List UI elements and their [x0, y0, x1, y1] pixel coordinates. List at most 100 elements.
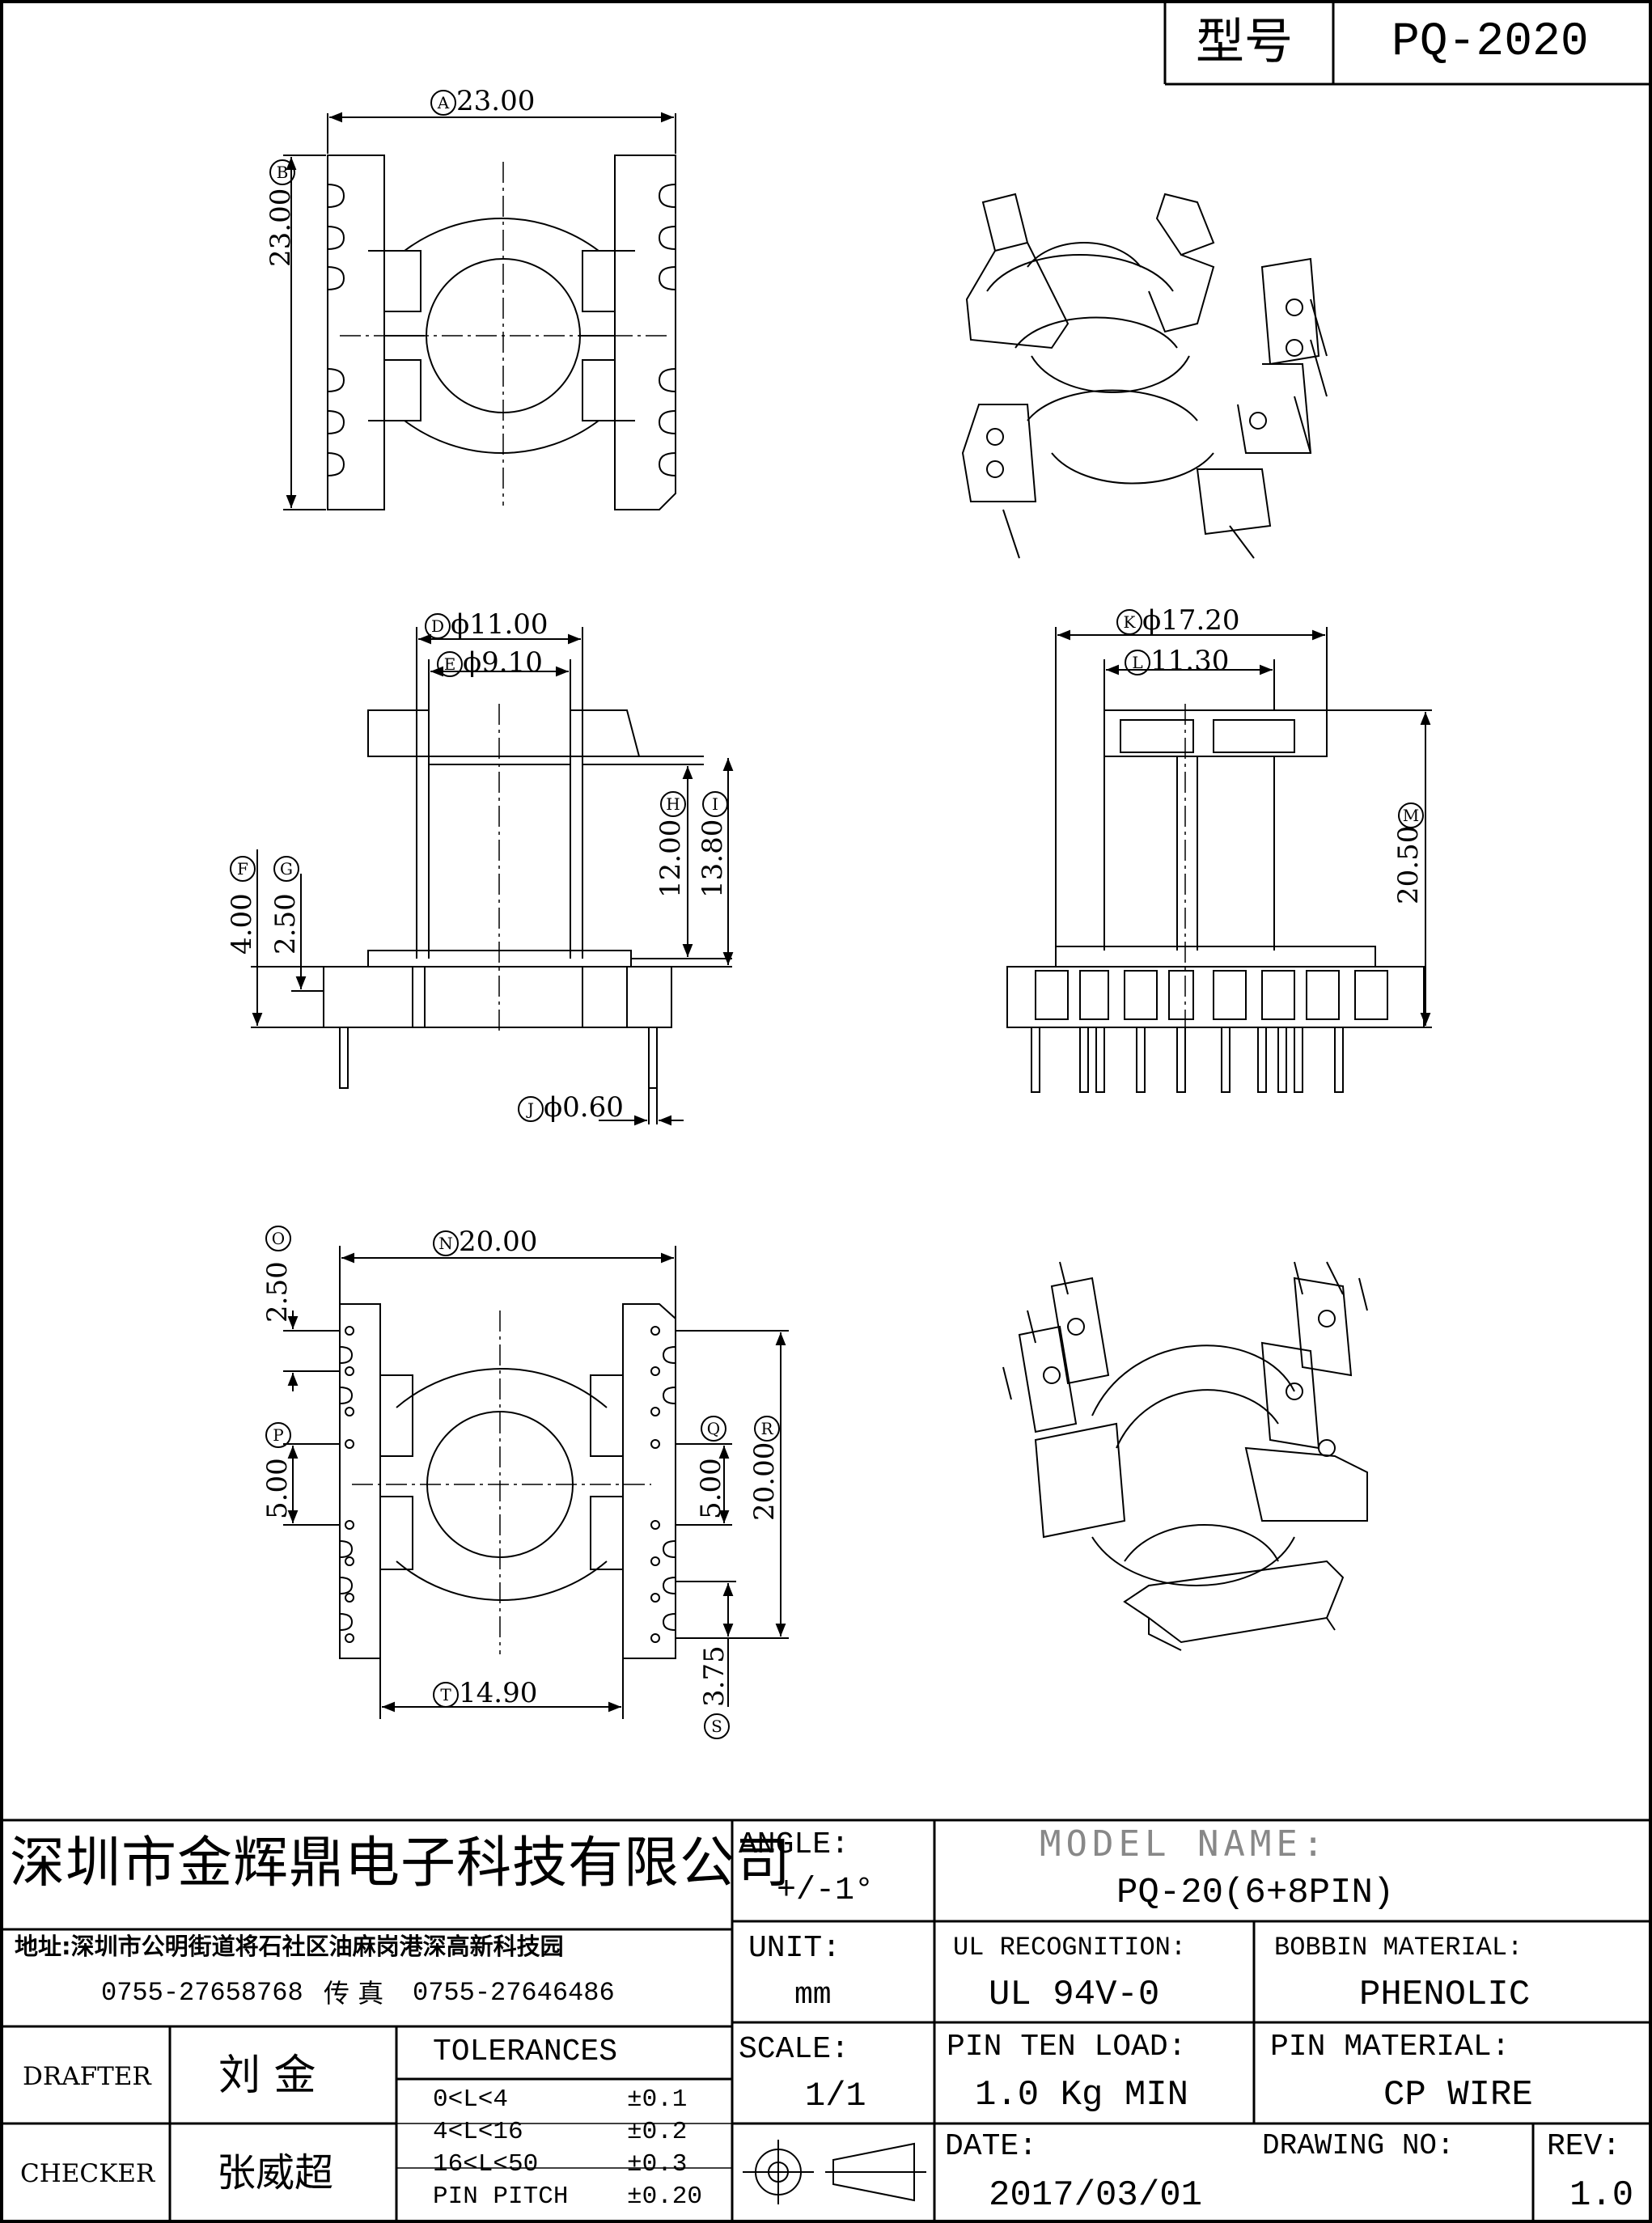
- dim-j-value: ϕ0.60: [544, 1091, 624, 1124]
- dim-o-letter: O: [265, 1226, 291, 1251]
- dim-h-letter: H: [660, 791, 686, 817]
- rev-label: REV:: [1547, 2129, 1621, 2164]
- dim-p-letter-wrap: P: [265, 1422, 291, 1448]
- tolerances-title: TOLERANCES: [433, 2035, 618, 2069]
- top-view-drawing: [283, 112, 676, 510]
- dim-n-value: 20.00: [459, 1226, 538, 1258]
- title-block: [2, 1819, 1650, 2221]
- dim-k-value: ϕ17.20: [1142, 604, 1240, 637]
- dim-s-value: 3.75: [698, 1645, 731, 1707]
- tolerance-row: PIN PITCH ±0.20: [433, 2183, 724, 2215]
- tolerance-row: 4<L<16 ±0.2: [433, 2118, 724, 2150]
- dim-k-letter: K: [1116, 609, 1142, 635]
- dim-b-letter: B: [269, 159, 295, 185]
- pin-load-label: PIN TEN LOAD:: [947, 2030, 1187, 2064]
- dim-f-letter: F: [230, 856, 256, 882]
- ul-value: UL 94V-0: [989, 1975, 1160, 2015]
- unit-label: UNIT:: [748, 1931, 841, 1966]
- tolerance-value: ±0.20: [627, 2183, 703, 2211]
- dim-l-letter: L: [1125, 650, 1150, 675]
- dim-m-letter-wrap: M: [1398, 802, 1424, 828]
- tolerance-value: ±0.1: [627, 2085, 688, 2114]
- projection-symbol: [732, 2123, 934, 2204]
- ul-label: UL RECOGNITION:: [953, 1933, 1187, 1963]
- dim-h-value: 12.00: [654, 819, 687, 898]
- dim-m-letter: M: [1398, 802, 1424, 828]
- dim-t-letter: T: [433, 1682, 459, 1708]
- side-view-drawing: [1006, 627, 1432, 1093]
- company-phone: 0755-27658768: [101, 1978, 303, 2008]
- dim-q-value: 5.00: [695, 1458, 727, 1519]
- angle-value: +/-1°: [777, 1873, 875, 1909]
- date-value: 2017/03/01: [989, 2175, 1203, 2216]
- dim-o-value: 2.50: [261, 1261, 294, 1323]
- dim-s-letter: S: [704, 1713, 730, 1739]
- checker-name: 张威超: [217, 2150, 334, 2195]
- pin-load-value: 1.0 Kg MIN: [975, 2075, 1189, 2115]
- dim-g-letter: G: [273, 856, 299, 882]
- dim-e-letter: E: [437, 651, 463, 677]
- dim-d-letter: D: [425, 613, 451, 639]
- dim-p-value: 5.00: [261, 1458, 294, 1519]
- scale-value: 1/1: [805, 2077, 866, 2115]
- bobbin-label: BOBBIN MATERIAL:: [1274, 1933, 1523, 1963]
- rev-value: 1.0: [1569, 2175, 1634, 2216]
- drawing-no-label: DRAWING NO:: [1262, 2129, 1455, 2162]
- dim-i-value: 13.80: [697, 819, 729, 898]
- unit-value: mm: [794, 1978, 832, 2013]
- model-name-value: PQ-20(6+8PIN): [1116, 1873, 1395, 1913]
- dim-f-value: 4.00: [226, 893, 258, 955]
- company-fax-label: 传 真: [324, 1978, 384, 2009]
- checker-label: CHECKER: [20, 2159, 155, 2188]
- tolerance-range: 0<L<4: [433, 2085, 509, 2114]
- company-address: 地址:深圳市公明街道将石社区油麻岗港深高新科技园: [15, 1933, 564, 1960]
- tolerance-range: 4<L<16: [433, 2118, 523, 2146]
- dim-i-letter-wrap: I: [702, 791, 728, 817]
- dim-e-value: ϕ9.10: [463, 646, 543, 679]
- dim-n-letter: N: [433, 1230, 459, 1256]
- bottom-view-drawing: [283, 1246, 789, 1719]
- dim-g-value: 2.50: [269, 893, 302, 955]
- dim-o-letter-wrap: O: [265, 1226, 291, 1251]
- dim-r-letter: R: [754, 1416, 780, 1442]
- dim-m-value: 20.50: [1392, 825, 1425, 904]
- date-label: DATE:: [945, 2129, 1038, 2164]
- dim-r-letter-wrap: R: [754, 1416, 780, 1442]
- dim-q-letter: Q: [701, 1416, 726, 1442]
- tolerance-value: ±0.2: [627, 2118, 688, 2146]
- drafter-label: DRAFTER: [23, 2062, 151, 2091]
- dim-s-letter-wrap: S: [704, 1713, 730, 1739]
- scale-label: SCALE:: [739, 2032, 849, 2067]
- dim-j-letter: J: [518, 1096, 544, 1122]
- isometric-view-top: [961, 193, 1328, 559]
- pin-material-value: CP WIRE: [1383, 2075, 1533, 2115]
- dim-l-value: 11.30: [1150, 645, 1230, 677]
- drafter-name: 刘 金: [218, 2052, 316, 2100]
- model-name-label: MODEL NAME:: [1040, 1823, 1329, 1865]
- model-label: 型号: [1196, 14, 1293, 70]
- tolerance-range: PIN PITCH: [433, 2183, 569, 2211]
- company-fax: 0755-27646486: [413, 1978, 615, 2008]
- dim-g-letter-wrap: G: [273, 856, 299, 882]
- dim-q-letter-wrap: Q: [701, 1416, 726, 1442]
- company-name: 深圳市金辉鼎电子科技有限公司: [10, 1831, 792, 1895]
- angle-label: ANGLE:: [739, 1827, 849, 1862]
- dim-i-letter: I: [702, 791, 728, 817]
- dim-h-letter-wrap: H: [660, 791, 686, 817]
- dim-f-letter-wrap: F: [230, 856, 256, 882]
- dim-t-value: 14.90: [459, 1677, 538, 1709]
- bobbin-value: PHENOLIC: [1359, 1975, 1531, 2015]
- tolerance-range: 16<L<50: [433, 2150, 539, 2179]
- tolerance-row: 16<L<50 ±0.3: [433, 2150, 724, 2183]
- dim-b-value: 23.00: [265, 188, 297, 267]
